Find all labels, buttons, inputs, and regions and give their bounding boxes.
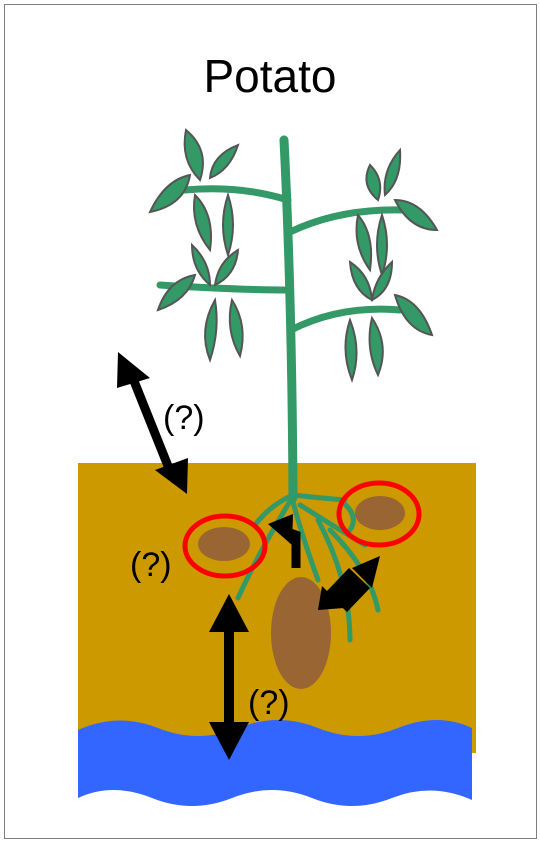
small-potato-left	[198, 527, 250, 561]
tuber-label: (?)	[130, 545, 172, 585]
air-exchange-label: (?)	[163, 398, 205, 438]
main-stem	[284, 140, 293, 498]
water-wave	[78, 720, 472, 806]
small-potato-right	[355, 496, 405, 530]
water-depth-label: (?)	[248, 683, 290, 723]
